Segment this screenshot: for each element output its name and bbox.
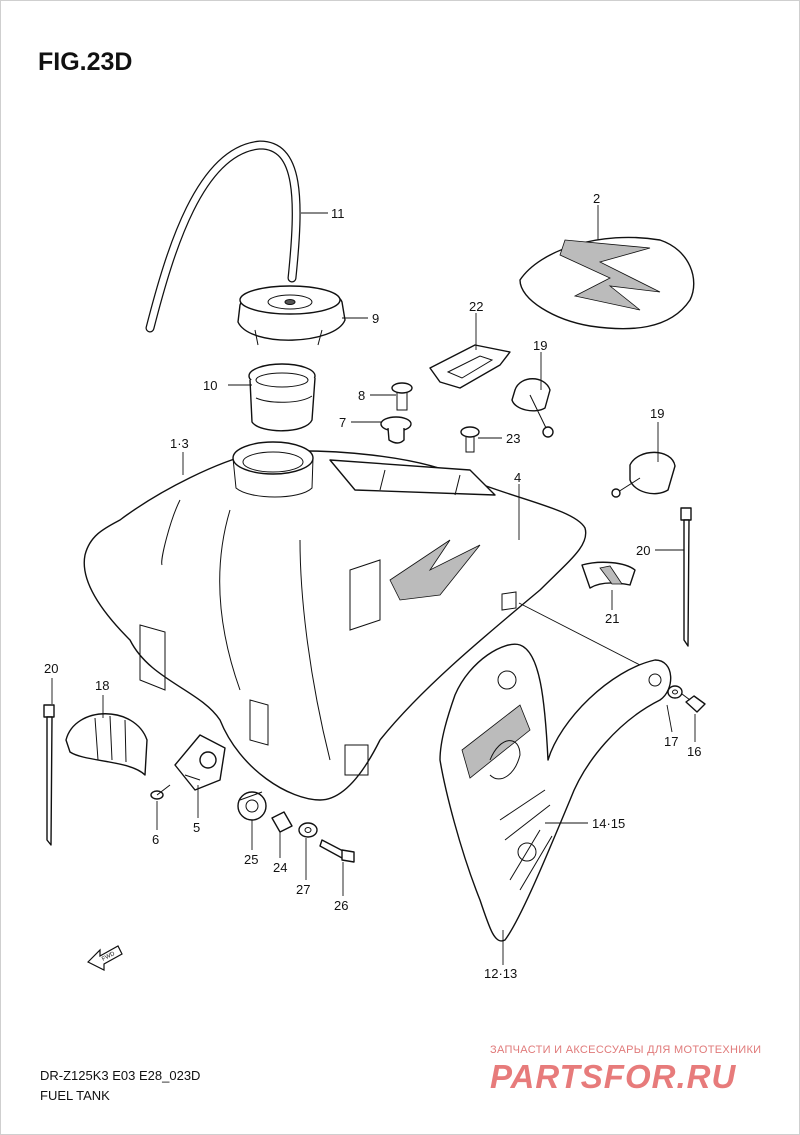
callout-20-left: 20 xyxy=(44,661,58,676)
tank-strap xyxy=(429,344,511,389)
tank-emblem xyxy=(519,236,695,330)
callout-19-upper: 19 xyxy=(533,338,547,353)
callout-26: 26 xyxy=(334,898,348,913)
washer-17 xyxy=(667,685,683,699)
bolt-26 xyxy=(319,839,355,863)
callout-7: 7 xyxy=(339,415,346,430)
cable-tie-left xyxy=(43,704,55,846)
section-name: FUEL TANK xyxy=(40,1088,110,1103)
cushion-18 xyxy=(65,713,148,776)
callout-27: 27 xyxy=(296,882,310,897)
callout-4: 4 xyxy=(514,470,521,485)
fuel-cap xyxy=(237,285,346,346)
callout-23: 23 xyxy=(506,431,520,446)
watermark-logo-text: PARTSFOR.RU xyxy=(490,1058,736,1094)
bolt-16 xyxy=(681,693,706,713)
callout-16: 16 xyxy=(687,744,701,759)
callout-14-15: 14·15 xyxy=(592,816,625,831)
callout-9: 9 xyxy=(372,311,379,326)
screw-6 xyxy=(150,784,171,800)
callout-5: 5 xyxy=(193,820,200,835)
cushion-25 xyxy=(237,791,267,821)
cable-tie-right xyxy=(680,507,692,647)
callout-22: 22 xyxy=(469,299,483,314)
callout-20-right: 20 xyxy=(636,543,650,558)
callout-25: 25 xyxy=(244,852,258,867)
fuel-tank-shroud xyxy=(439,643,672,942)
cushion-7 xyxy=(380,416,412,444)
callout-19-lower: 19 xyxy=(650,406,664,421)
callout-8: 8 xyxy=(358,388,365,403)
callout-1-3: 1·3 xyxy=(170,436,189,451)
callout-6: 6 xyxy=(152,832,159,847)
callout-11: 11 xyxy=(331,206,345,221)
fuel-valve xyxy=(174,734,226,791)
model-code: DR-Z125K3 E03 E28_023D xyxy=(40,1068,201,1083)
fuel-tank xyxy=(83,441,587,801)
figure-title: FIG.23D xyxy=(38,48,133,76)
screw-23 xyxy=(460,426,480,453)
fuel-hose-clamp-lower xyxy=(611,451,676,498)
callout-12-13: 12·13 xyxy=(484,966,517,981)
callout-labels: 2 11 9 22 19 10 8 7 23 19 1·3 4 20 21 20… xyxy=(44,191,701,981)
watermark-tagline: ЗАПЧАСТИ И АКСЕССУАРЫ ДЛЯ МОТОТЕХНИКИ xyxy=(490,1044,762,1056)
callout-21: 21 xyxy=(605,611,619,626)
callout-24: 24 xyxy=(273,860,287,875)
washer-27 xyxy=(298,822,318,838)
callout-10: 10 xyxy=(203,378,217,393)
callout-18: 18 xyxy=(95,678,109,693)
forward-direction-arrow: FWD xyxy=(86,945,123,971)
cushion-pad-21 xyxy=(581,561,636,589)
leader-lines xyxy=(51,205,696,965)
watermark-logo: PARTSFOR.RU xyxy=(490,1058,736,1094)
screw-8 xyxy=(391,382,413,411)
fuel-strainer xyxy=(248,363,316,432)
breather-hose xyxy=(145,140,301,333)
callout-2: 2 xyxy=(593,191,600,206)
fuel-hose-clamp-upper xyxy=(511,378,554,438)
callout-17: 17 xyxy=(664,734,678,749)
collar-24 xyxy=(271,811,293,833)
